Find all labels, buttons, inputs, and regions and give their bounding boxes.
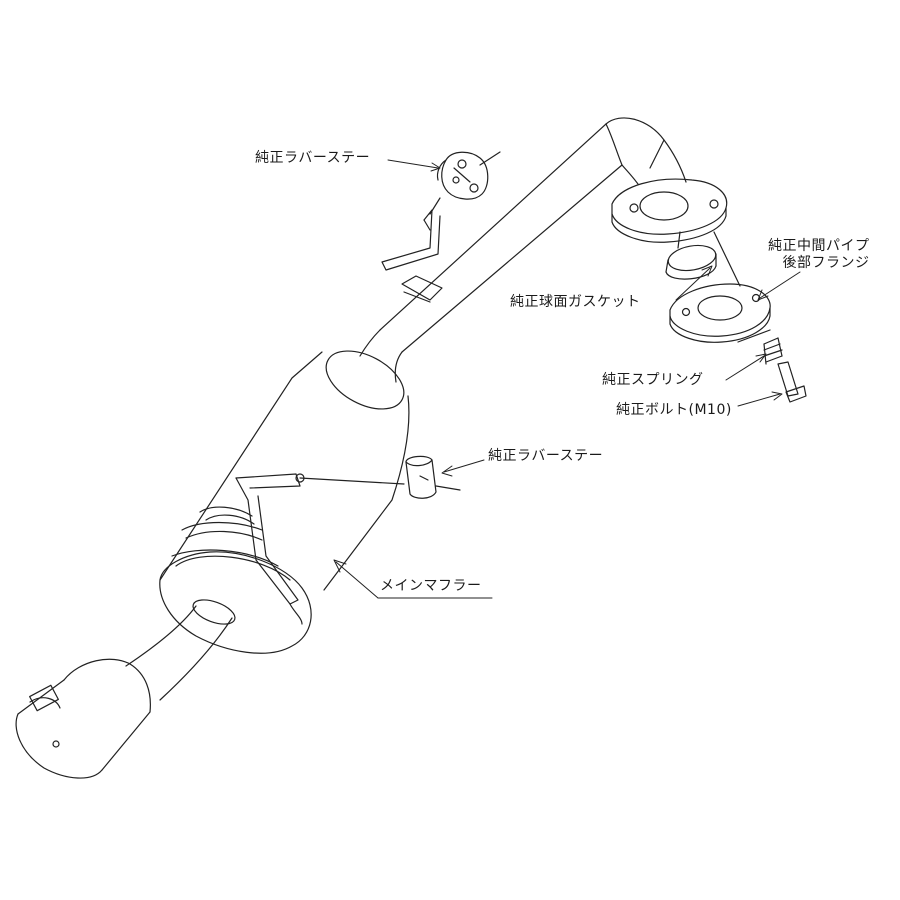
intermediate-pipe [359, 117, 687, 383]
label-flange: 純正中間パイプ 後部フランジ [768, 238, 870, 272]
gasket-part [665, 244, 717, 280]
label-rubber-stay-top: 純正ラバーステー [255, 150, 371, 166]
rubber-stay-mid-part [299, 455, 461, 499]
stock-flange-upper [611, 178, 728, 243]
main-muffler-body [159, 350, 410, 654]
spring-part [763, 337, 783, 365]
label-flange-line1: 純正中間パイプ [768, 238, 870, 254]
label-main-muffler: メインマフラー [380, 578, 482, 594]
label-spring: 純正スプリング [602, 372, 704, 388]
rubber-stay-top-part [381, 151, 489, 303]
label-bolt: 純正ボルト(M10) [616, 402, 732, 418]
tail-pipe [125, 599, 236, 701]
label-flange-line2: 後部フランジ [782, 255, 870, 271]
bolt-part [777, 361, 807, 403]
label-gasket: 純正球面ガスケット [510, 294, 641, 310]
leader-lines [333, 159, 801, 599]
tail-tip [15, 658, 151, 779]
rear-flange-part [669, 231, 771, 343]
label-rubber-stay-mid: 純正ラバーステー [488, 448, 604, 464]
